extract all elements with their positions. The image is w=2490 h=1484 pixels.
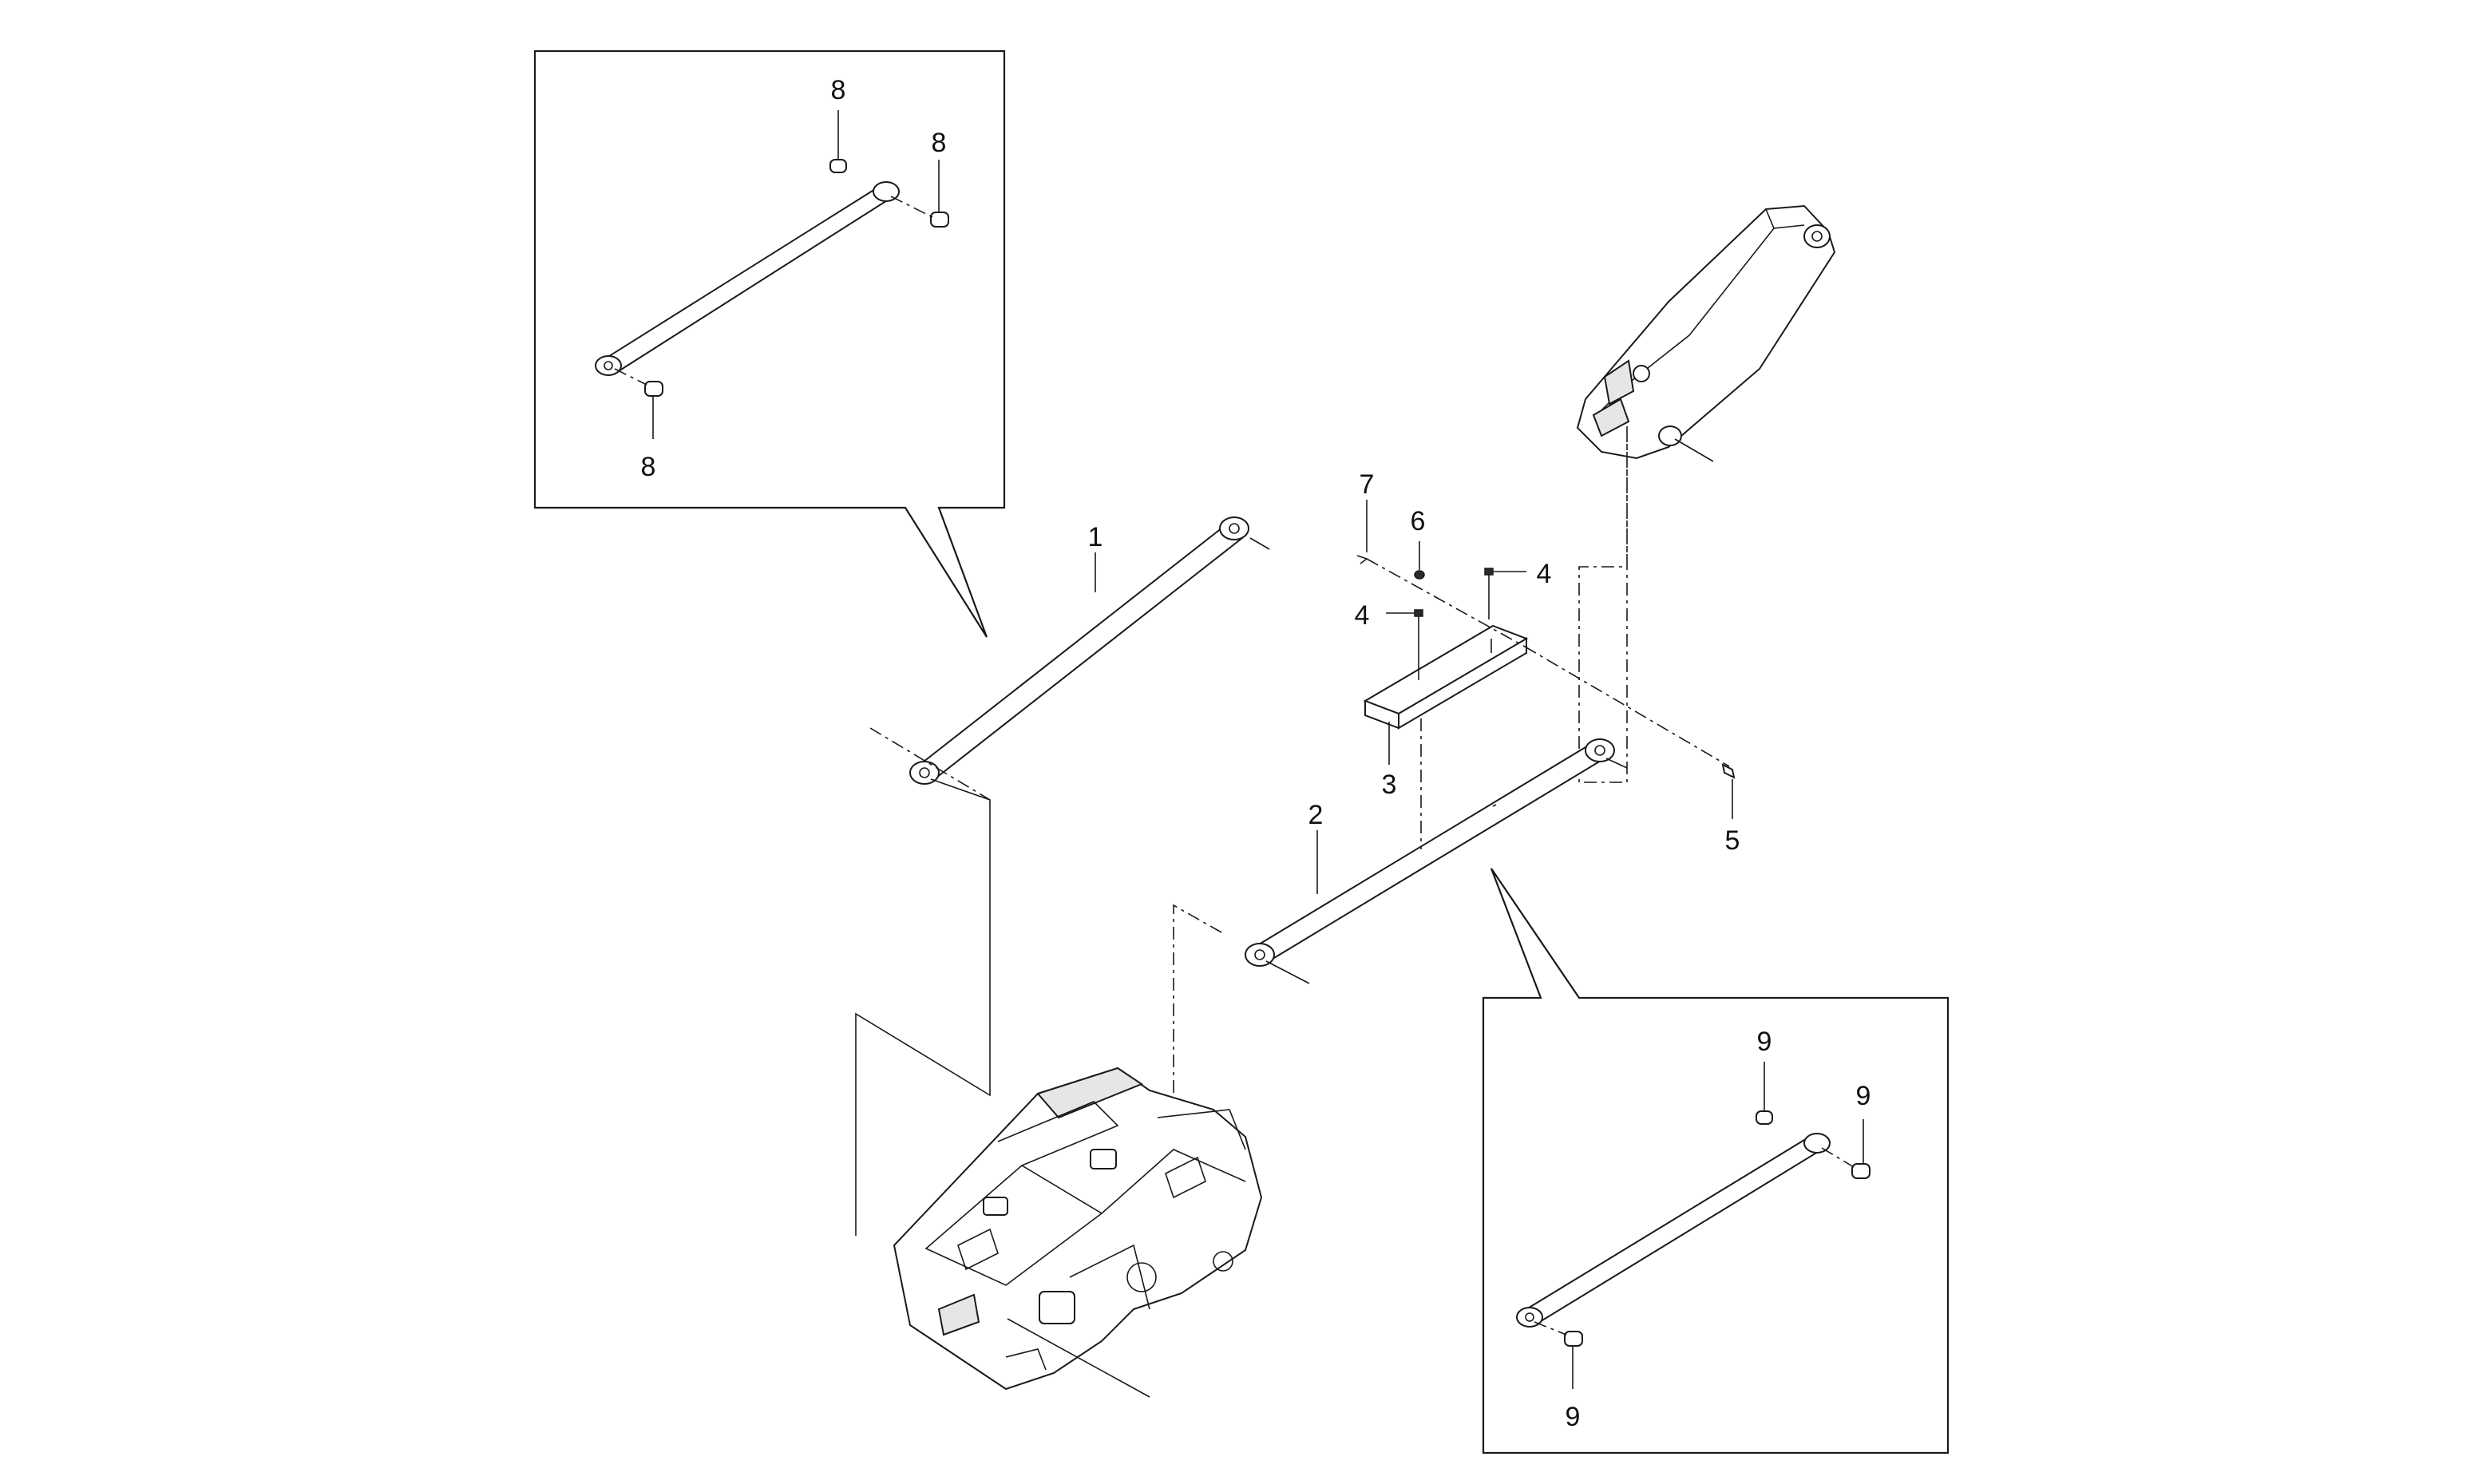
lift-arm-boom <box>1576 204 1836 783</box>
callout-1: 1 <box>1088 522 1103 552</box>
detail-bushing-8c <box>614 368 663 439</box>
detail-bushing-8b <box>890 160 949 228</box>
washer-6 <box>1414 541 1425 580</box>
callout-2: 2 <box>1308 800 1324 830</box>
callout-3: 3 <box>1382 770 1397 800</box>
detail-link-arm-2 <box>1516 1133 1831 1328</box>
detail-bushing-9c <box>1534 1321 1583 1389</box>
callout-9-top: 9 <box>1757 1027 1772 1057</box>
cross-bracket <box>1363 624 1730 849</box>
lower-link-arm <box>1173 738 1628 1280</box>
callout-9-right: 9 <box>1856 1081 1871 1111</box>
callout-8-bottom: 8 <box>641 452 656 482</box>
callout-5: 5 <box>1725 825 1740 856</box>
callout-labels: 1 2 3 4 4 5 6 7 8 8 8 9 9 9 <box>641 75 1871 1432</box>
detail-bushing-9a <box>1756 1062 1773 1125</box>
callout-4-upper: 4 <box>1537 559 1552 589</box>
machine-frame <box>893 1067 1263 1398</box>
detail-bushing-8a <box>829 110 847 173</box>
callout-6: 6 <box>1411 506 1426 536</box>
screw-4-lower <box>1386 609 1423 680</box>
callout-8-right: 8 <box>932 128 947 158</box>
detail-link-arm-1 <box>595 181 900 376</box>
clip-7 <box>1356 500 1526 647</box>
callout-9-bottom: 9 <box>1566 1402 1581 1432</box>
upper-link-arm <box>855 516 1270 1236</box>
pin-5 <box>1721 763 1736 779</box>
detail-box-lower <box>1482 868 1950 1454</box>
callout-7: 7 <box>1360 469 1375 500</box>
detail-box-upper <box>533 49 1006 638</box>
callout-8-top: 8 <box>831 75 846 105</box>
screw-4-upper <box>1484 568 1526 619</box>
detail-bushing-9b <box>1821 1119 1870 1179</box>
callout-4-lower: 4 <box>1355 600 1370 631</box>
